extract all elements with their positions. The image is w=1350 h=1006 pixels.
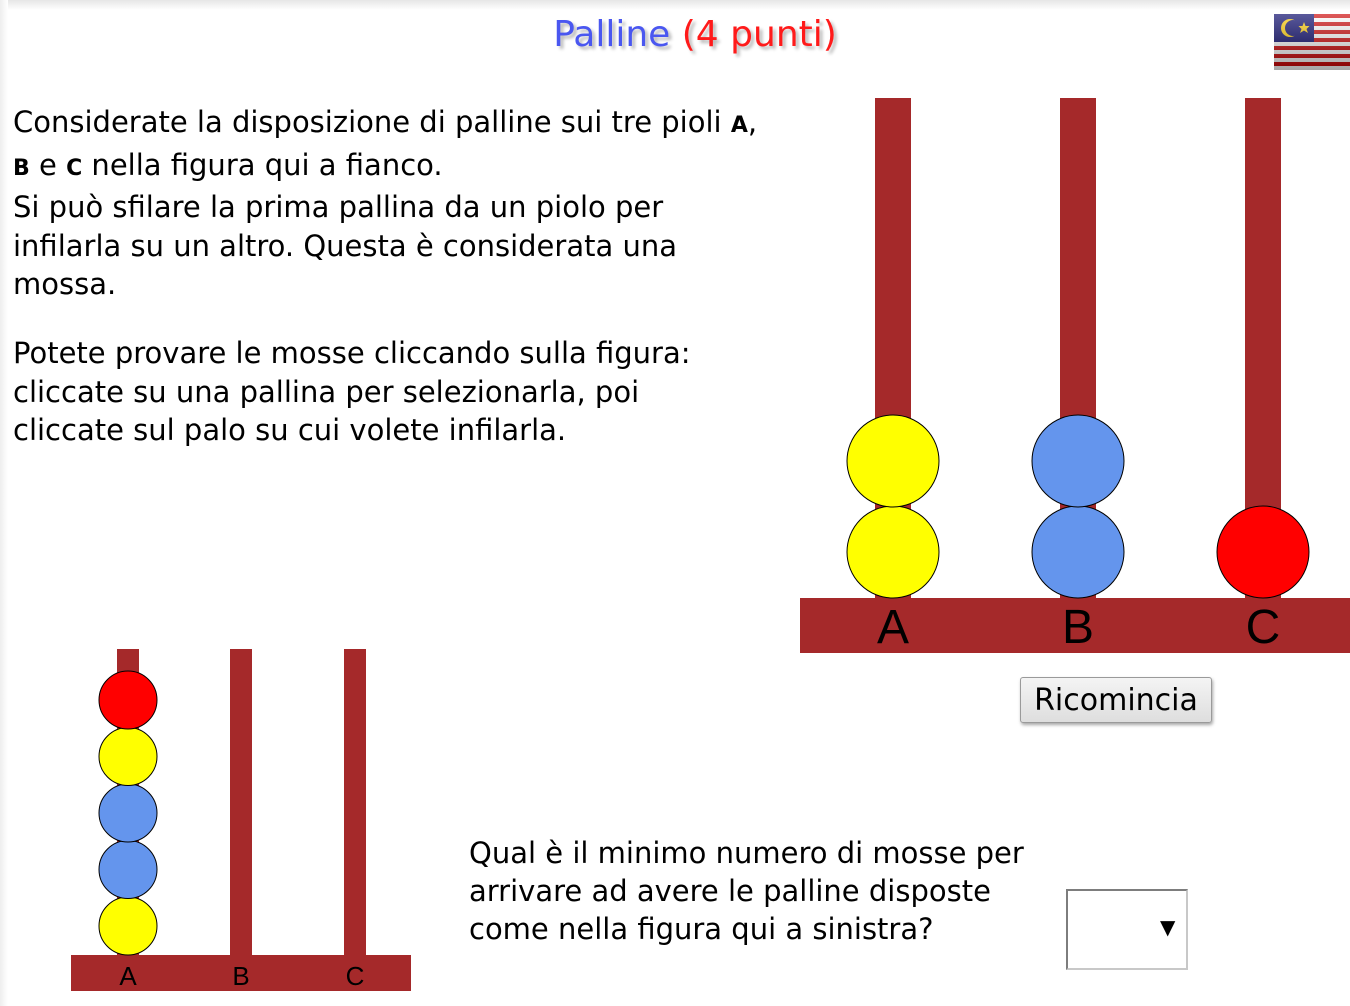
title-points: (4 punti): [681, 14, 837, 55]
intro-text-sep: ,: [747, 105, 758, 139]
puzzle-ball[interactable]: [846, 414, 940, 508]
restart-button[interactable]: Ricomincia: [1020, 677, 1212, 723]
target-post-b: [230, 649, 252, 955]
malaysia-flag-icon[interactable]: [1274, 14, 1350, 70]
target-peg-label: C: [346, 961, 365, 991]
peg-c-ref: C: [66, 155, 83, 181]
target-ball: [98, 840, 158, 899]
left-shadow: [0, 0, 8, 1006]
question-text: Qual è il minimo numero di mosse per arr…: [469, 836, 1024, 946]
target-ball: [98, 727, 158, 786]
puzzle-peg-label: C: [1246, 601, 1281, 654]
intro-text-part: Considerate la disposizione di palline s…: [13, 105, 731, 139]
puzzle-ball[interactable]: [1031, 414, 1125, 508]
target-peg-label: B: [232, 961, 249, 991]
puzzle-ball[interactable]: [1216, 505, 1310, 599]
peg-b-ref: B: [13, 155, 30, 181]
top-shadow: [0, 0, 1350, 10]
answer-select[interactable]: ▼: [1066, 889, 1188, 970]
puzzle-ball[interactable]: [846, 505, 940, 599]
instructions-text: Potete provare le mosse cliccando sulla …: [13, 336, 691, 447]
target-ball: [98, 896, 158, 956]
intro-text-part: Si può sfilare la prima pallina da un pi…: [13, 190, 677, 301]
target-post-c: [344, 649, 366, 955]
intro-text-sep: e: [29, 147, 67, 182]
target-base: [71, 955, 411, 991]
intro-text-part: nella figura qui a fianco.: [82, 147, 443, 182]
intro-text: Considerate la disposizione di palline s…: [13, 103, 773, 304]
peg-a-ref: A: [730, 113, 748, 138]
target-peg-label: A: [119, 961, 137, 991]
target-figure: A B C: [71, 649, 411, 991]
puzzle-peg-label: B: [1062, 601, 1094, 654]
puzzle-peg-label: A: [877, 601, 909, 654]
title-main: Palline: [553, 14, 671, 55]
chevron-down-icon: ▼: [1160, 915, 1176, 939]
puzzle-base: [800, 598, 1350, 653]
page-title: Palline (4 punti): [0, 14, 1350, 55]
target-ball: [98, 783, 158, 843]
target-ball: [98, 670, 158, 730]
puzzle-figure[interactable]: A B C: [800, 98, 1350, 654]
puzzle-ball[interactable]: [1031, 505, 1125, 599]
